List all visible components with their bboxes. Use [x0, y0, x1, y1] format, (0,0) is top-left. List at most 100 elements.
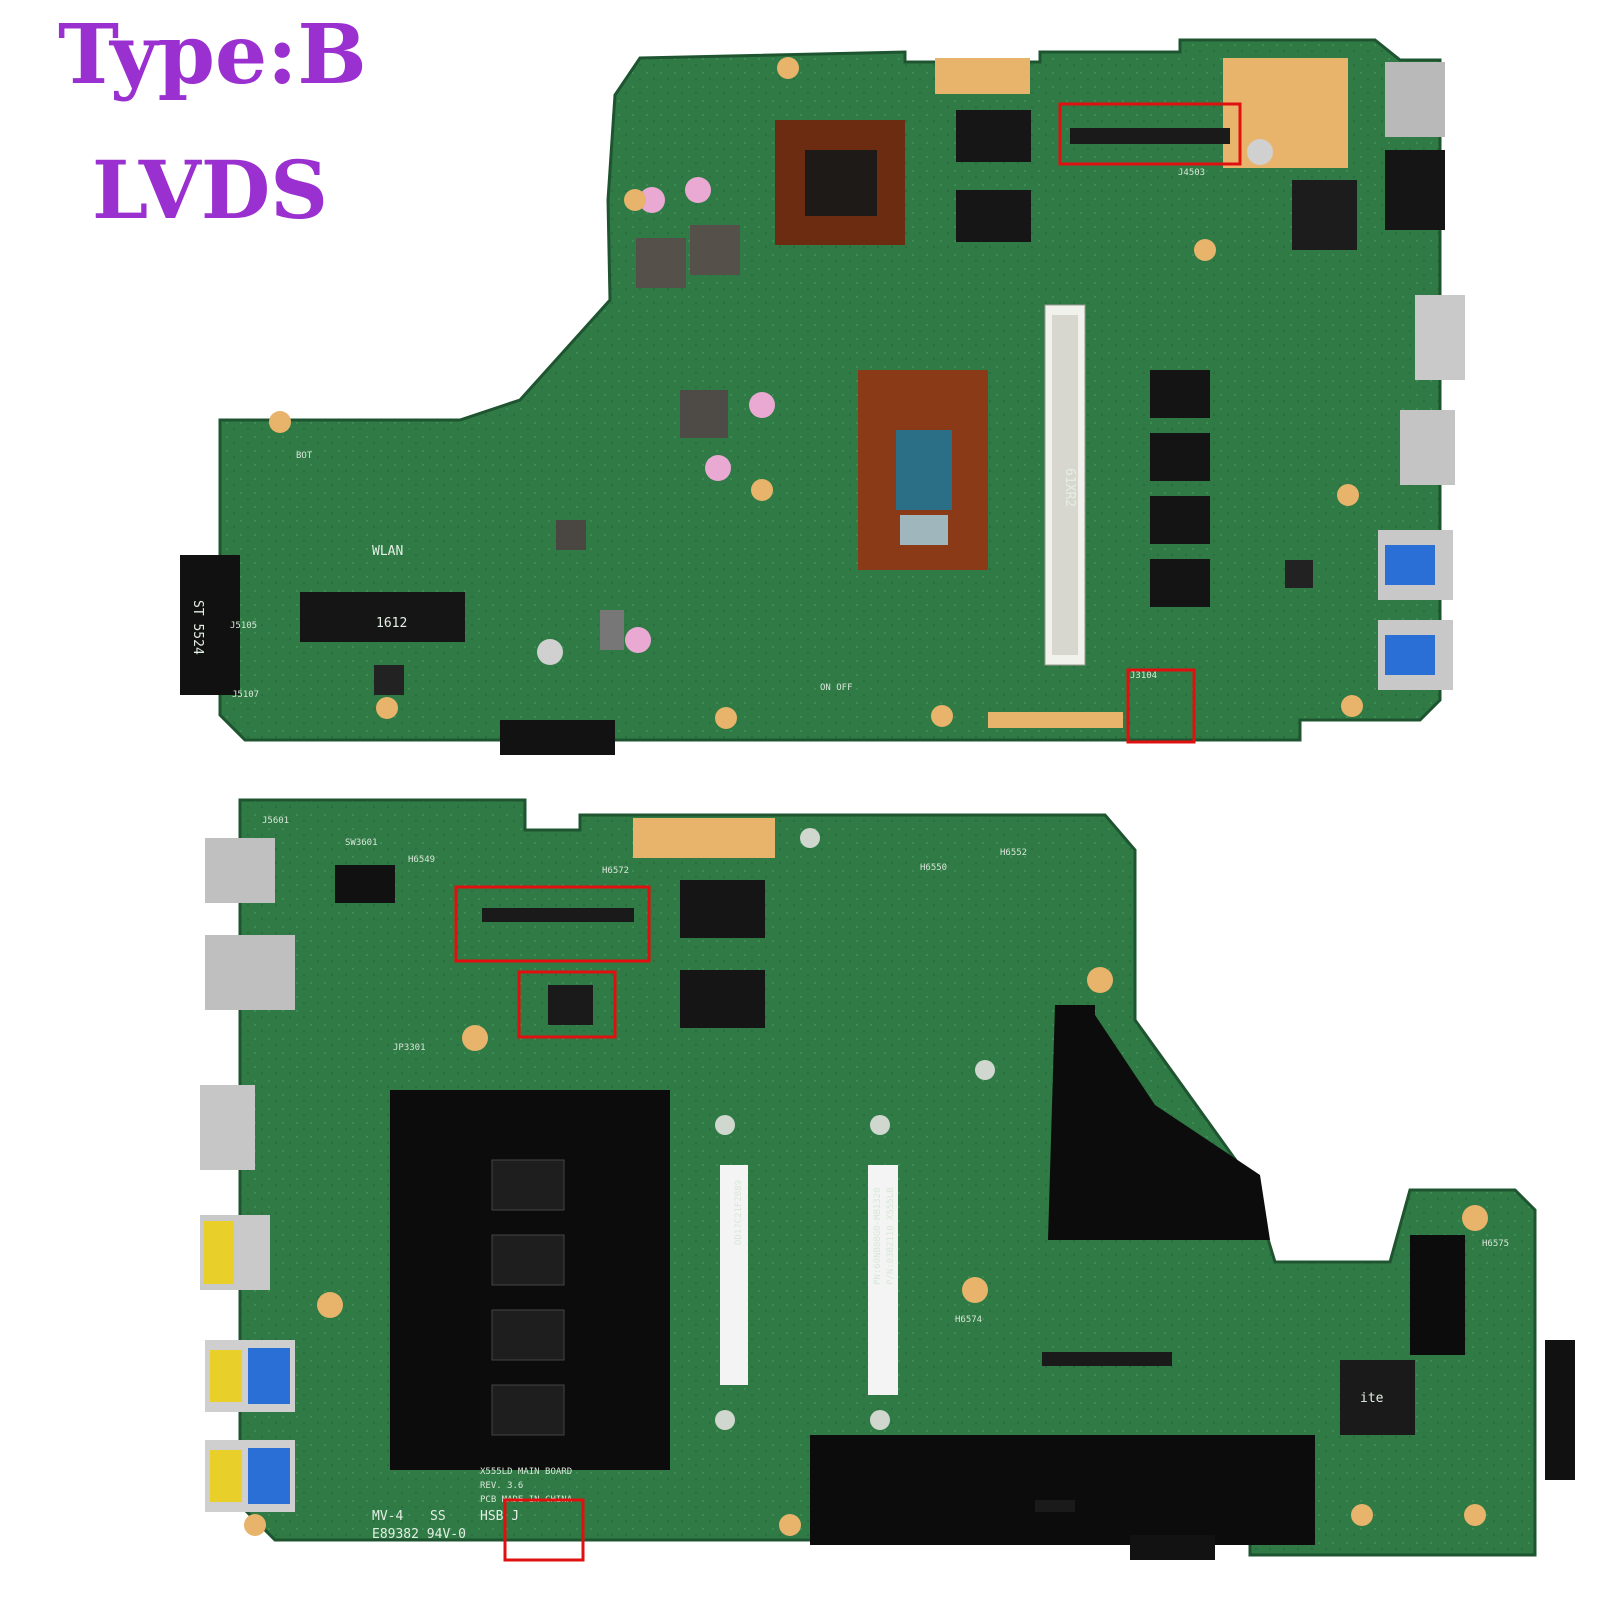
- ram-chip: [491, 1384, 565, 1436]
- mount-hole: [715, 707, 737, 729]
- m2-silk: 1612: [376, 616, 407, 631]
- top-board-pcb: [218, 38, 1442, 742]
- bot-silk: BOT: [296, 451, 313, 461]
- mount-hole: [1087, 967, 1113, 993]
- insulation-sheet: [1048, 1005, 1270, 1240]
- vram-chip: [956, 190, 1031, 242]
- ram-chip: [1150, 559, 1210, 607]
- highlight-lvds-bottom: [454, 885, 651, 963]
- ram-chip: [1150, 433, 1210, 481]
- mount-hole: [800, 828, 820, 848]
- capacitor: [705, 455, 731, 481]
- mount-hole: [870, 1115, 890, 1135]
- vram-chip: [680, 970, 765, 1028]
- small-connector: [1035, 1500, 1075, 1512]
- power-switch: [335, 865, 395, 903]
- hsb-silk: HSB J: [480, 1509, 519, 1524]
- ram-chip: [1150, 496, 1210, 544]
- dc-jack: [1385, 62, 1445, 137]
- mount-hole: [1337, 484, 1359, 506]
- usb-port-accent: [210, 1350, 242, 1402]
- capacitor: [685, 177, 711, 203]
- gold-pad: [1223, 58, 1348, 168]
- ite-ec-chip: [1340, 1360, 1415, 1435]
- highlight-connector-bottom: [503, 1498, 585, 1562]
- j5601-silk: J5601: [262, 816, 289, 826]
- usb-port-tongue: [1385, 545, 1435, 585]
- cpu-die: [896, 430, 952, 510]
- mount-hole: [962, 1277, 988, 1303]
- mount-hole: [624, 189, 646, 211]
- sata-connector: [180, 555, 240, 695]
- sticker1-text: DD17C21F2B89: [734, 1180, 744, 1245]
- mount-hole: [715, 1410, 735, 1430]
- inductor: [690, 225, 740, 275]
- lvds-connector: [1070, 128, 1230, 144]
- mount-hole: [269, 411, 291, 433]
- highlight-bridge-ic: [517, 970, 617, 1039]
- mount-hole: [462, 1025, 488, 1051]
- sata-connector: [1545, 1340, 1575, 1480]
- barcode-sticker: [720, 1165, 748, 1385]
- mount-hole: [777, 57, 799, 79]
- usb-port-accent: [210, 1450, 242, 1502]
- mount-hole: [751, 479, 773, 501]
- hdmi-port: [1400, 410, 1455, 485]
- capacitor: [749, 392, 775, 418]
- ram-chip: [491, 1159, 565, 1211]
- mount-hole: [931, 705, 953, 727]
- capacitor: [639, 187, 665, 213]
- heading-type: Type:B: [58, 7, 367, 103]
- h6574-silk: H6574: [955, 1315, 982, 1325]
- mount-hole: [1462, 1205, 1488, 1231]
- inductor: [636, 238, 686, 288]
- hdmi-port-accent: [204, 1221, 234, 1284]
- gold-pad: [633, 818, 775, 858]
- vga-port: [1415, 295, 1465, 380]
- wlan-m2-slot: [300, 592, 465, 642]
- capacitor: [625, 627, 651, 653]
- mount-hole: [376, 697, 398, 719]
- mount-hole: [1341, 695, 1363, 717]
- dc-jack: [205, 838, 275, 903]
- wlan-silk: WLAN: [372, 544, 403, 559]
- highlight-lvds-top: [1058, 102, 1242, 166]
- ite-logo-silk: ite: [1360, 1391, 1384, 1406]
- h6550-silk: H6550: [920, 863, 947, 873]
- top-board: WLAN BOT 1612 J4503 J3104 J5105 J5107 ON…: [180, 38, 1465, 755]
- gpu-die: [805, 150, 877, 216]
- sticker2a-text: PN:60NB08G0-MB1320: [873, 1187, 883, 1285]
- usb-port-tongue: [1385, 635, 1435, 675]
- insulation-sheet: [1410, 1235, 1465, 1355]
- header-connector: [1130, 1535, 1215, 1560]
- bottom-board: DD17C21F2B89 PN:60NB08G0-MB1320 P/N:03B2…: [200, 798, 1575, 1562]
- h6552-silk: H6552: [1000, 848, 1027, 858]
- mount-hole: [870, 1410, 890, 1430]
- lan-transformer: [1292, 180, 1357, 250]
- sticker2b-text: P/N:03B2110 X555LB: [886, 1187, 896, 1285]
- mount-hole: [1464, 1504, 1486, 1526]
- vram-chip: [956, 110, 1031, 162]
- vga-port: [200, 1085, 255, 1170]
- inductor: [680, 390, 728, 438]
- sw3601-silk: SW3601: [345, 838, 378, 848]
- ram-chip: [491, 1309, 565, 1361]
- header-connector: [500, 720, 615, 755]
- h6549-silk: H6549: [408, 855, 435, 865]
- inductor-small: [600, 610, 624, 650]
- heading-interface: LVDS: [92, 143, 328, 237]
- sodimm-slot-inner: [1052, 315, 1078, 655]
- mv-silk: MV-4: [372, 1509, 403, 1524]
- cpu-die-2: [900, 515, 948, 545]
- j5105-silk: J5105: [230, 621, 257, 631]
- highlight-connector-top: [1126, 668, 1196, 744]
- insulation-sheet: [810, 1435, 1315, 1545]
- fpc-connector: [1042, 1352, 1172, 1366]
- rev-silk: REV. 3.6: [480, 1481, 523, 1491]
- h6572-silk: H6572: [602, 866, 629, 876]
- board-name-silk: X555LD MAIN BOARD: [480, 1467, 572, 1477]
- vram-chip: [680, 880, 765, 938]
- mount-hole: [1351, 1504, 1373, 1526]
- mount-hole: [317, 1292, 343, 1318]
- ic-chip: [374, 665, 404, 695]
